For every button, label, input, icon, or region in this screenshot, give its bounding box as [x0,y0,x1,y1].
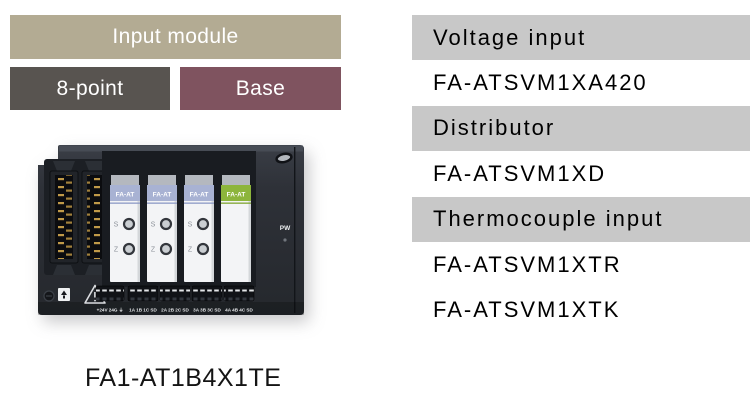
list-header-distributor: Distributor [412,105,750,152]
device-right-edge [294,147,296,313]
category-banner: Input module [10,15,341,59]
indicator-z-label: Z [151,247,156,254]
indicator-z-button [159,242,173,256]
type-banner: Base [180,67,341,110]
terminal-label: 1A 1B 1C SD [129,308,157,313]
up-arrow-icon [58,288,70,301]
indicator-z-button [196,242,210,256]
slot-module-2: FA-AT S Z [147,175,177,282]
slot-module-4: FA-AT [221,175,251,282]
mounting-slot-hole [275,152,293,164]
indicator-s-label: S [188,222,193,229]
ribbon-connector-1 [49,161,79,275]
slot-module-3: FA-AT S Z [184,175,214,282]
terminal-block-2: 2A 2B 2C SD [159,285,191,313]
list-item: FA-ATSVM1XTR [412,241,750,288]
terminal-block-1: 1A 1B 1C SD [127,285,159,313]
indicator-s-button [159,217,173,231]
indicator-s-label: S [151,222,156,229]
device-bottom-shade [38,302,304,315]
list-header-thermocouple-input: Thermocouple input [412,196,750,242]
points-banner: 8-point [10,67,170,110]
list-item: FA-ATSVM1XA420 [412,60,750,106]
screw-hole [43,290,55,302]
indicator-s-label: S [114,222,119,229]
indicator-z-label: Z [114,247,119,254]
terminal-label: 3A 3B 3C SD [193,308,221,313]
slot-module-label: FA-AT [190,192,209,199]
list-item: FA-ATSVM1XD [412,151,750,197]
slot-module-1: FA-AT S Z [110,175,140,282]
slot-module-label: FA-AT [116,192,135,199]
indicator-z-button [122,242,136,256]
power-led-label: PW [280,225,291,232]
list-header-voltage-input: Voltage input [412,15,750,61]
slot-module-label: FA-AT [153,192,172,199]
terminal-label: +24V 24G ⏚ [97,307,124,314]
indicator-z-label: Z [188,247,193,254]
terminal-label: 4A 4B 4C SD [225,308,253,313]
device-top-face [59,145,303,152]
product-list: Voltage input FA-ATSVM1XA420 Distributor… [412,15,750,333]
terminal-block-3: 3A 3B 3C SD [191,285,223,313]
indicator-s-button [122,217,136,231]
terminal-block-power: +24V 24G ⏚ [95,285,125,314]
power-led [283,238,287,242]
terminal-label: 2A 2B 2C SD [161,308,189,313]
terminal-block-4: 4A 4B 4C SD [223,285,255,313]
slot-module-label: FA-AT [227,192,246,199]
indicator-s-button [196,217,210,231]
list-item: FA-ATSVM1XTK [412,287,750,333]
device-model-caption: FA1-AT1B4X1TE [85,364,282,392]
device-photo: FA-AT S Z FA-AT S Z FA-AT S [38,145,304,315]
